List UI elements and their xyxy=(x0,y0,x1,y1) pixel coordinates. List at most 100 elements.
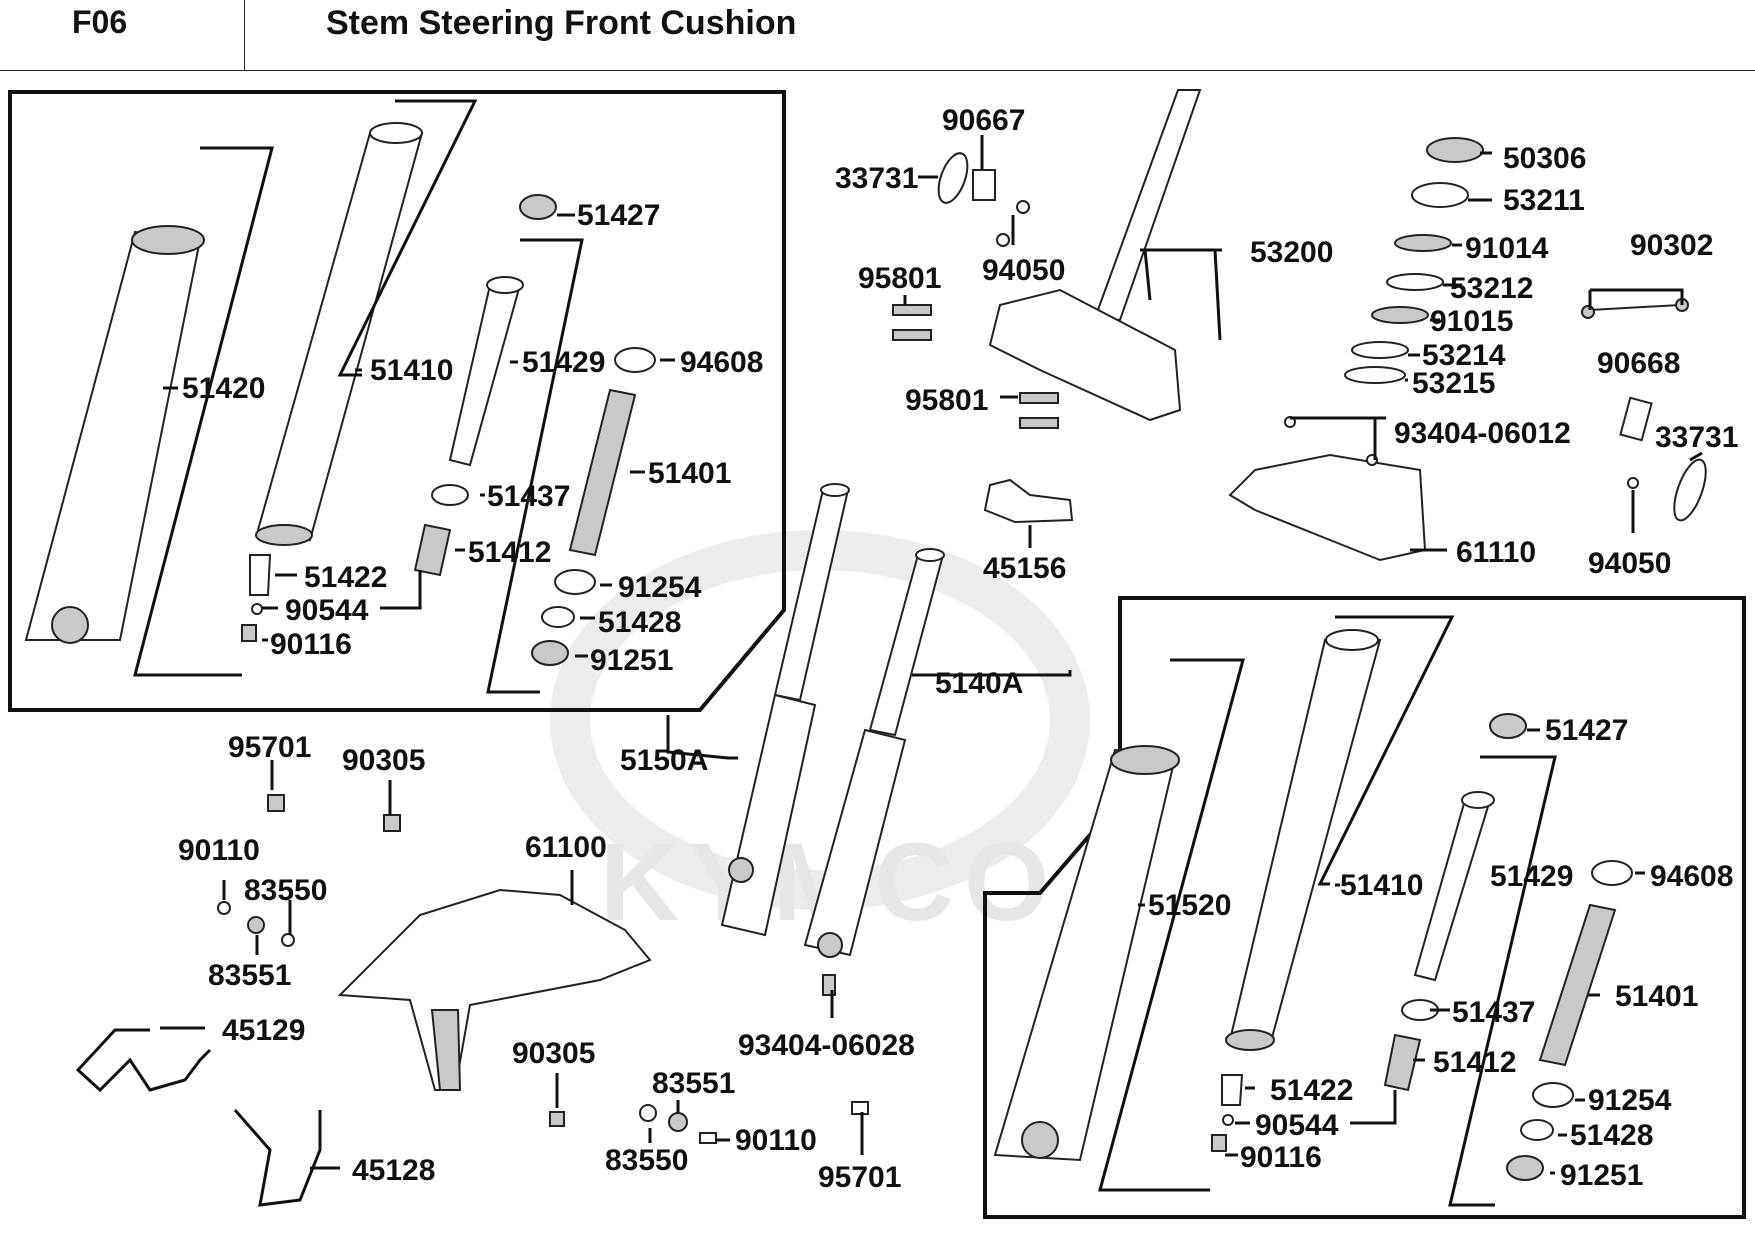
part-label: 94608 xyxy=(1650,860,1733,893)
part-label: 90544 xyxy=(1255,1109,1339,1142)
part-label: 95701 xyxy=(228,731,311,764)
part-label: 94608 xyxy=(680,346,763,379)
part-label: 94050 xyxy=(982,254,1065,287)
part-label: 51428 xyxy=(1570,1119,1653,1152)
part-label: 90667 xyxy=(942,104,1025,137)
labels-lower-left: 95701 90305 90110 83550 83551 61100 4512… xyxy=(178,731,901,1194)
steering-stem-parts xyxy=(892,89,1202,429)
front-fender xyxy=(337,888,652,1091)
labels-stem: 90667 33731 94050 95801 53200 95801 xyxy=(835,104,1333,417)
part-label: 51420 xyxy=(182,372,265,405)
cable-rod xyxy=(1589,304,1681,311)
labels-center: 45156 5140A 5150A 93404-06028 xyxy=(620,552,1066,1062)
diagram-code: F06 xyxy=(72,4,128,40)
part-label: 51429 xyxy=(522,346,605,379)
part-label: 53200 xyxy=(1250,236,1333,269)
part-label: 91015 xyxy=(1430,305,1513,338)
lower-right-leader-lines xyxy=(1098,615,1645,1207)
inner-tube xyxy=(256,132,424,542)
part-label: 53212 xyxy=(1450,272,1533,305)
part-label: 51427 xyxy=(1545,714,1628,747)
part-label: 95801 xyxy=(905,384,988,417)
part-label: 93404-06028 xyxy=(738,1029,915,1062)
oil-seal xyxy=(614,347,656,373)
part-label: 51401 xyxy=(1615,980,1698,1013)
part-label: 51410 xyxy=(1340,869,1423,902)
upper-left-group-box xyxy=(8,90,786,712)
lower-left-leader-lines xyxy=(160,760,864,1170)
part-label: 45129 xyxy=(222,1014,305,1047)
part-label: 5150A xyxy=(620,744,708,777)
center-fork-parts xyxy=(720,478,1074,996)
bracket xyxy=(972,169,996,201)
part-label: 33731 xyxy=(1655,421,1738,454)
upper-left-fork-parts xyxy=(24,122,656,666)
part-label: 91254 xyxy=(618,571,702,604)
labels-lower-right: 51427 51520 51410 51429 94608 51401 5143… xyxy=(1148,714,1733,1192)
part-label: 51410 xyxy=(370,354,453,387)
part-label: 51412 xyxy=(468,536,551,569)
clamp-bracket xyxy=(983,478,1074,524)
short-spring xyxy=(413,523,452,577)
fork-right-inner xyxy=(868,554,945,737)
part-label: 61100 xyxy=(525,831,607,864)
upper-left-leader-lines xyxy=(133,99,675,694)
part-label: 91251 xyxy=(1560,1159,1643,1192)
part-label: 51422 xyxy=(304,561,387,594)
main-spring xyxy=(568,388,637,557)
part-label: 51428 xyxy=(598,606,681,639)
part-label: 90110 xyxy=(735,1124,817,1157)
part-label: 91014 xyxy=(1465,232,1549,265)
stem-leader-lines xyxy=(903,135,1222,399)
part-label: 90668 xyxy=(1597,347,1680,380)
stem-shaft xyxy=(1093,89,1202,322)
part-label: 45156 xyxy=(983,552,1066,585)
part-label: 83550 xyxy=(605,1144,688,1177)
inner-tube-2 xyxy=(1228,639,1382,1047)
lock-nut xyxy=(1426,137,1484,163)
part-label: 53211 xyxy=(1503,184,1585,217)
part-label: 5140A xyxy=(935,667,1023,700)
damper-rod xyxy=(448,284,522,467)
part-label: 94050 xyxy=(1588,547,1671,580)
lower-left-parts xyxy=(75,794,869,1207)
part-label: 90305 xyxy=(342,744,425,777)
bearing-leader-lines xyxy=(1290,151,1703,552)
part-label: 45128 xyxy=(352,1154,435,1187)
part-label: 95701 xyxy=(818,1161,901,1194)
part-label: 90116 xyxy=(1240,1141,1322,1174)
part-label: 51401 xyxy=(648,457,731,490)
diagram-title: Stem Steering Front Cushion xyxy=(326,4,797,42)
fork-outer-tube xyxy=(24,230,202,641)
wire-clip xyxy=(75,1028,212,1093)
part-label: 83550 xyxy=(244,874,327,907)
part-label: 90110 xyxy=(178,834,260,867)
part-label: 95801 xyxy=(858,262,941,295)
piston xyxy=(249,554,272,596)
part-label: 90116 xyxy=(270,628,352,661)
part-label: 83551 xyxy=(652,1067,735,1100)
part-label: 51412 xyxy=(1433,1046,1516,1079)
center-leader-lines xyxy=(666,525,1072,1018)
part-label: 33731 xyxy=(835,162,918,195)
part-label: 91254 xyxy=(1588,1084,1672,1117)
fork-right-outer xyxy=(803,728,907,957)
part-label: 53214 xyxy=(1422,339,1506,372)
part-label: 93404-06012 xyxy=(1394,417,1571,450)
part-label: 51520 xyxy=(1148,889,1231,922)
stem-triple-clamp xyxy=(988,288,1182,422)
header-bar: F06 Stem Steering Front Cushion xyxy=(0,0,1755,71)
labels-bearing: 50306 53211 91014 53212 91015 53214 5321… xyxy=(1394,142,1738,580)
cap xyxy=(519,194,557,220)
part-label: 91251 xyxy=(590,644,673,677)
header-divider xyxy=(244,0,245,70)
bearing-stack-parts xyxy=(1228,137,1707,562)
part-label: 53215 xyxy=(1412,367,1495,400)
part-label: 51422 xyxy=(1270,1074,1353,1107)
part-label: 90302 xyxy=(1630,229,1713,262)
part-label: 90544 xyxy=(285,594,369,627)
part-label: 50306 xyxy=(1503,142,1586,175)
part-label: 61110 xyxy=(1456,536,1536,569)
part-label: 51429 xyxy=(1490,860,1573,893)
